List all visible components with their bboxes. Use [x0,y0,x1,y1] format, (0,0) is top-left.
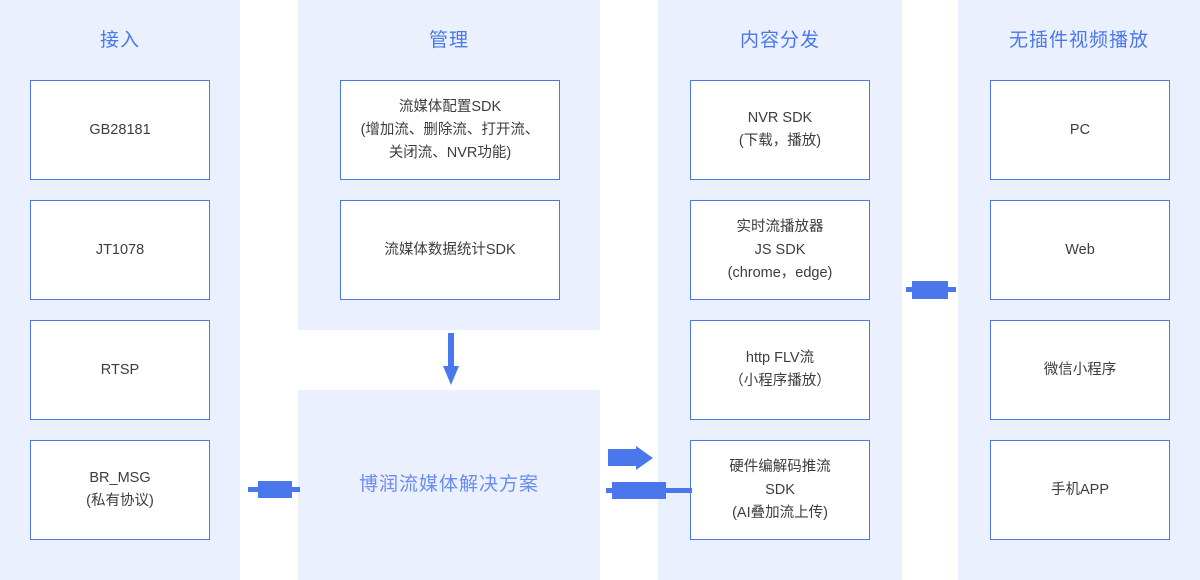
node-line: (私有协议) [86,493,154,509]
node-line: 关闭流、NVR功能) [388,144,512,161]
node-nvr-sdk[interactable]: NVR SDK (下载，播放) [690,80,870,180]
node-jt1078[interactable]: JT1078 [30,200,210,300]
node-line: BR_MSG [89,470,151,486]
node-hardware-codec-push-sdk[interactable]: 硬件编解码推流 SDK (AI叠加流上传) [690,440,870,540]
center-solution-title: 博润流媒体解决方案 [358,474,539,495]
node-line: 微信小程序 [1043,361,1117,378]
column-title-access: 接入 [99,30,140,51]
node-line: NVR SDK [747,110,813,126]
node-stream-stats-sdk[interactable]: 流媒体数据统计SDK [340,200,560,300]
node-rtsp[interactable]: RTSP [30,320,210,420]
node-pc[interactable]: PC [990,80,1170,180]
node-line: JT1078 [95,241,145,258]
column-band-center-solution [298,390,600,580]
node-br-msg[interactable]: BR_MSG (私有协议) [30,440,210,540]
node-line: JS SDK [754,241,806,258]
node-line: http FLV流 [745,350,815,366]
node-web[interactable]: Web [990,200,1170,300]
node-gb28181[interactable]: GB28181 [30,80,210,180]
arrow-access-to-center-icon [248,475,300,505]
node-line: 流媒体数据统计SDK [384,241,516,258]
column-title-playback: 无插件视频播放 [1008,30,1149,51]
arrow-management-to-center-icon [443,333,459,387]
arrow-center-to-distribution-icon [608,445,658,471]
arrow-stem [448,333,454,369]
node-line: Web [1065,241,1095,258]
arrow-distribution-to-playback-icon [906,276,956,304]
node-line: RTSP [100,361,140,378]
node-stream-config-sdk[interactable]: 流媒体配置SDK (增加流、删除流、打开流、 关闭流、NVR功能) [340,80,560,180]
node-mobile-app[interactable]: 手机APP [990,440,1170,540]
node-line: 流媒体配置SDK [398,98,502,115]
node-line: （小程序播放） [729,373,831,389]
node-line: PC [1069,121,1091,138]
arrow-bar [258,481,292,498]
arrow-distribution-to-center-icon [606,478,692,504]
arrow-head [443,366,459,385]
node-line: GB28181 [89,121,151,138]
column-title-management: 管理 [428,30,469,51]
node-realtime-player-js-sdk[interactable]: 实时流播放器 JS SDK (chrome，edge) [690,200,870,300]
node-line: (chrome，edge) [727,264,833,281]
node-line: SDK [765,481,795,498]
arrow-bar [608,449,640,466]
arrow-bar [612,482,666,499]
node-wechat-mini-program[interactable]: 微信小程序 [990,320,1170,420]
node-line: (增加流、删除流、打开流、 [360,121,540,138]
column-title-distribution: 内容分发 [739,30,820,51]
node-line: 实时流播放器 [736,218,824,235]
arrow-bar [912,281,948,299]
arrow-head [636,446,653,470]
node-line: 手机APP [1050,481,1109,498]
node-http-flv-stream[interactable]: http FLV流 （小程序播放） [690,320,870,420]
node-line: 硬件编解码推流 [729,458,831,475]
node-line: (AI叠加流上传) [732,504,828,521]
node-line: (下载，播放) [738,133,822,149]
